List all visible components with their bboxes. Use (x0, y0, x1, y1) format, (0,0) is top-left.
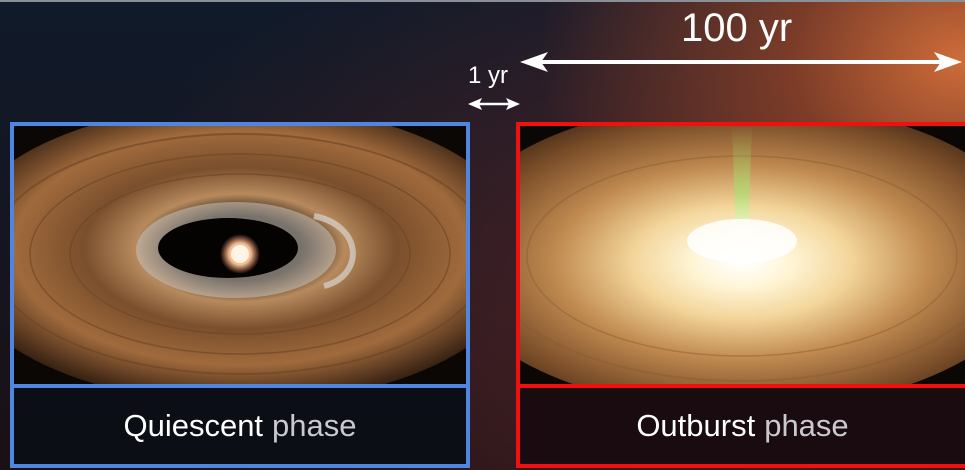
outburst-caption: Outburst phase (520, 384, 965, 464)
quiescent-caption-main: Quiescent (123, 408, 264, 443)
quiescent-caption: Quiescent phase (14, 384, 466, 464)
outburst-caption-suffix: phase (764, 408, 849, 443)
quiescent-caption-suffix: phase (272, 408, 357, 443)
outburst-caption-main: Outburst (636, 408, 756, 443)
top-divider (0, 0, 965, 2)
timescale-arrows (468, 52, 962, 110)
outburst-disk-image (520, 126, 965, 384)
short-timescale-arrow (468, 98, 520, 110)
long-timescale-arrow (520, 52, 962, 72)
quiescent-panel: Quiescent phase (10, 122, 470, 468)
short-timescale-label: 1 yr (468, 62, 509, 89)
outburst-panel: Outburst phase (516, 122, 965, 468)
quiescent-disk-image (14, 126, 466, 384)
long-timescale-label: 100 yr (681, 6, 793, 50)
